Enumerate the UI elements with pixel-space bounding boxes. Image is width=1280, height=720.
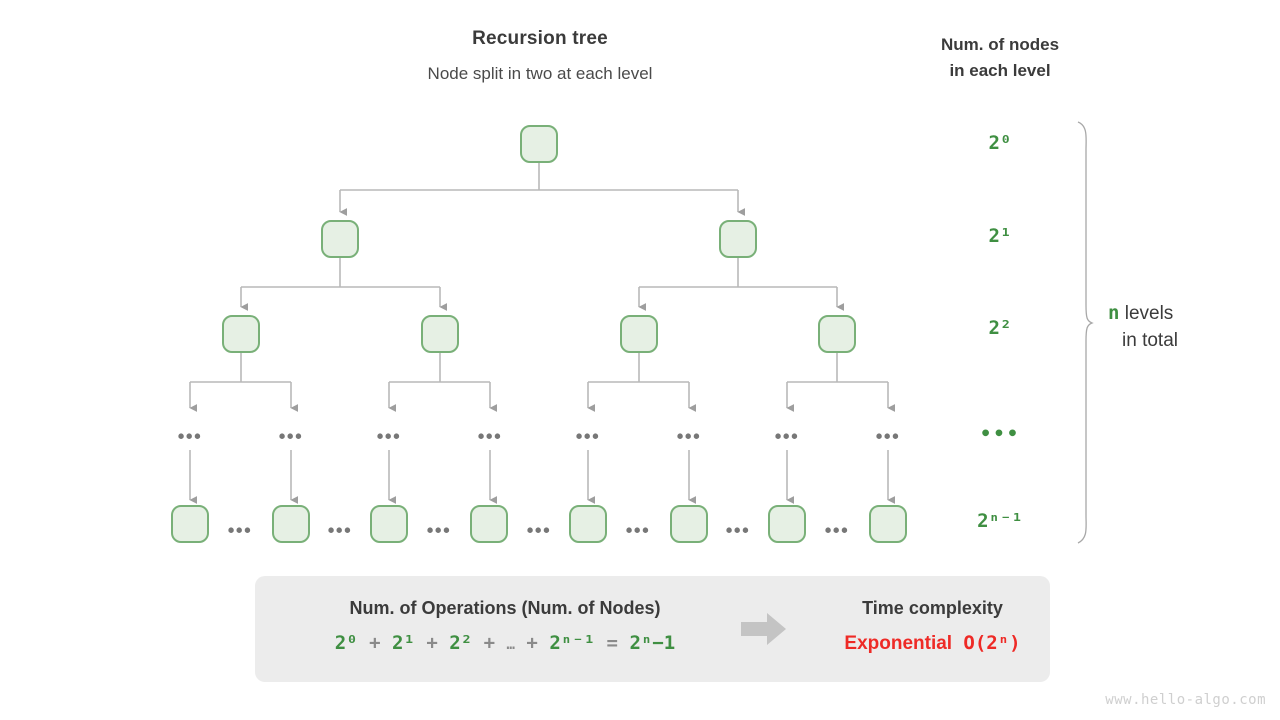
- ellipsis-marker: •••: [575, 426, 601, 448]
- operations-title: Num. of Operations (Num. of Nodes): [349, 598, 661, 618]
- ellipsis-marker: •••: [376, 426, 402, 448]
- complexity-big-o: O(2ⁿ): [963, 632, 1021, 654]
- ellipsis-marker: •••: [177, 426, 203, 448]
- level-count-label-2: 2²: [988, 317, 1012, 339]
- formula-term-2: 2²: [449, 632, 473, 654]
- ellipsis-marker: •••: [227, 520, 253, 542]
- level-count-label-last: 2ⁿ⁻¹: [977, 510, 1023, 532]
- tree-node[interactable]: [272, 505, 310, 543]
- ellipsis-marker: •••: [327, 520, 353, 542]
- formula-term-4: 2ⁿ⁻¹: [549, 632, 596, 654]
- formula-plus-2: +: [483, 632, 496, 654]
- tree-node[interactable]: [370, 505, 408, 543]
- tree-node[interactable]: [569, 505, 607, 543]
- levels-brace: [1077, 121, 1094, 544]
- ellipsis-marker: •••: [526, 520, 552, 542]
- tree-node[interactable]: [470, 505, 508, 543]
- ellipsis-marker: •••: [824, 520, 850, 542]
- tree-node[interactable]: [171, 505, 209, 543]
- complexity-section: Time complexity Exponential O(2ⁿ): [815, 576, 1050, 682]
- tree-node[interactable]: [818, 315, 856, 353]
- level-count-label-0: 2⁰: [988, 132, 1012, 154]
- tree-node[interactable]: [421, 315, 459, 353]
- complexity-title: Time complexity: [862, 598, 1003, 618]
- level-count-label-1: 2¹: [988, 225, 1012, 247]
- ellipsis-marker: •••: [725, 520, 751, 542]
- total-levels-text: levels: [1119, 303, 1174, 324]
- level-count-label-ellipsis: •••: [979, 423, 1021, 445]
- watermark: www.hello-algo.com: [1105, 692, 1266, 708]
- tree-node[interactable]: [620, 315, 658, 353]
- right-column-title: Num. of nodes in each level: [900, 32, 1100, 84]
- formula-plus-0: +: [369, 632, 381, 654]
- ellipsis-marker: •••: [875, 426, 901, 448]
- formula-equals: =: [606, 632, 618, 654]
- ellipsis-marker: •••: [676, 426, 702, 448]
- ellipsis-marker: •••: [625, 520, 651, 542]
- tree-node[interactable]: [222, 315, 260, 353]
- complexity-value: Exponential O(2ⁿ): [815, 632, 1050, 655]
- total-levels-symbol: n: [1108, 302, 1120, 324]
- formula-result: 2ⁿ−1: [629, 632, 676, 654]
- ellipsis-marker: •••: [426, 520, 452, 542]
- operations-formula: 2⁰ + 2¹ + 2² + … + 2ⁿ⁻¹ = 2ⁿ−1: [255, 632, 755, 654]
- page-subtitle: Node split in two at each level: [427, 64, 653, 83]
- tree-node[interactable]: [768, 505, 806, 543]
- ellipsis-marker: •••: [477, 426, 503, 448]
- tree-node[interactable]: [321, 220, 359, 258]
- complexity-name: Exponential: [844, 633, 953, 654]
- ellipsis-marker: •••: [278, 426, 304, 448]
- right-column-title-line2: in each level: [949, 61, 1051, 80]
- formula-term-0: 2⁰: [334, 632, 358, 654]
- total-levels-note: n levels in total: [1108, 300, 1258, 354]
- formula-ellipsis: …: [506, 637, 515, 653]
- formula-plus-3: +: [526, 632, 538, 654]
- tree-node[interactable]: [719, 220, 757, 258]
- operations-section: Num. of Operations (Num. of Nodes) 2⁰ + …: [255, 576, 755, 682]
- total-levels-text2: in total: [1122, 330, 1178, 351]
- tree-node[interactable]: [670, 505, 708, 543]
- ellipsis-marker: •••: [774, 426, 800, 448]
- formula-term-1: 2¹: [392, 632, 415, 654]
- formula-plus-1: +: [426, 632, 438, 654]
- right-arrow-icon: [741, 612, 787, 646]
- tree-node[interactable]: [869, 505, 907, 543]
- page-title: Recursion tree: [472, 28, 608, 49]
- right-column-title-line1: Num. of nodes: [940, 35, 1060, 54]
- tree-node[interactable]: [520, 125, 558, 163]
- summary-panel: Num. of Operations (Num. of Nodes) 2⁰ + …: [255, 576, 1050, 682]
